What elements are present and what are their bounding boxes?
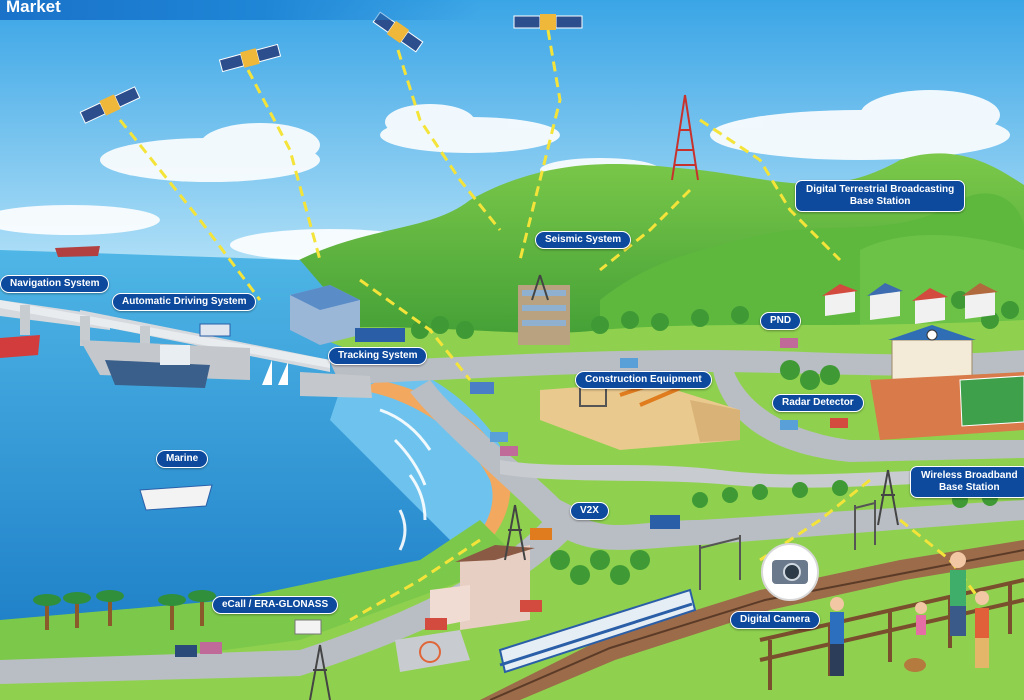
tracking-building xyxy=(290,285,360,345)
ships xyxy=(0,246,288,511)
vehicles xyxy=(175,323,848,657)
satellites xyxy=(79,11,583,124)
label-ecall: eCall / ERA-GLONASS xyxy=(212,596,339,614)
lattice-towers xyxy=(309,274,899,700)
label-marine: Marine xyxy=(156,450,209,468)
label-digital-broadcasting: Digital Terrestrial Broadcasting Base St… xyxy=(795,180,966,212)
label-wireless-broadband-line2: Base Station xyxy=(939,482,1000,493)
construction-site xyxy=(540,378,740,450)
header-bar: Market xyxy=(0,0,480,20)
broadcast-tower xyxy=(671,94,699,181)
label-radar-detector: Radar Detector xyxy=(772,394,864,412)
camera-icon xyxy=(761,543,819,601)
label-wireless-broadband-line1: Wireless Broadband xyxy=(921,470,1018,481)
label-automatic-driving-system: Automatic Driving System xyxy=(112,293,257,311)
label-tracking-system: Tracking System xyxy=(328,347,428,365)
trees xyxy=(411,291,1019,585)
palm-trees xyxy=(33,590,216,630)
label-digital-camera: Digital Camera xyxy=(730,611,821,629)
power-gantry xyxy=(699,500,876,590)
label-wireless-broadband: Wireless Broadband Base Station xyxy=(910,466,1024,498)
label-digital-broadcasting-line2: Base Station xyxy=(849,196,911,207)
label-seismic-system: Seismic System xyxy=(535,231,632,249)
seismic-building xyxy=(518,285,570,345)
label-navigation-system: Navigation System xyxy=(0,275,110,293)
label-pnd: PND xyxy=(760,312,802,330)
sports-field xyxy=(870,372,1024,440)
people xyxy=(830,552,989,676)
station-building xyxy=(395,545,535,672)
train xyxy=(498,588,697,674)
label-v2x: V2X xyxy=(570,502,609,520)
label-digital-broadcasting-line1: Digital Terrestrial Broadcasting xyxy=(806,184,955,195)
signal-lines xyxy=(118,29,982,622)
railway xyxy=(480,540,1024,700)
label-construction-equipment: Construction Equipment xyxy=(575,371,712,389)
houses xyxy=(822,283,998,324)
page-title: Market xyxy=(6,0,61,16)
